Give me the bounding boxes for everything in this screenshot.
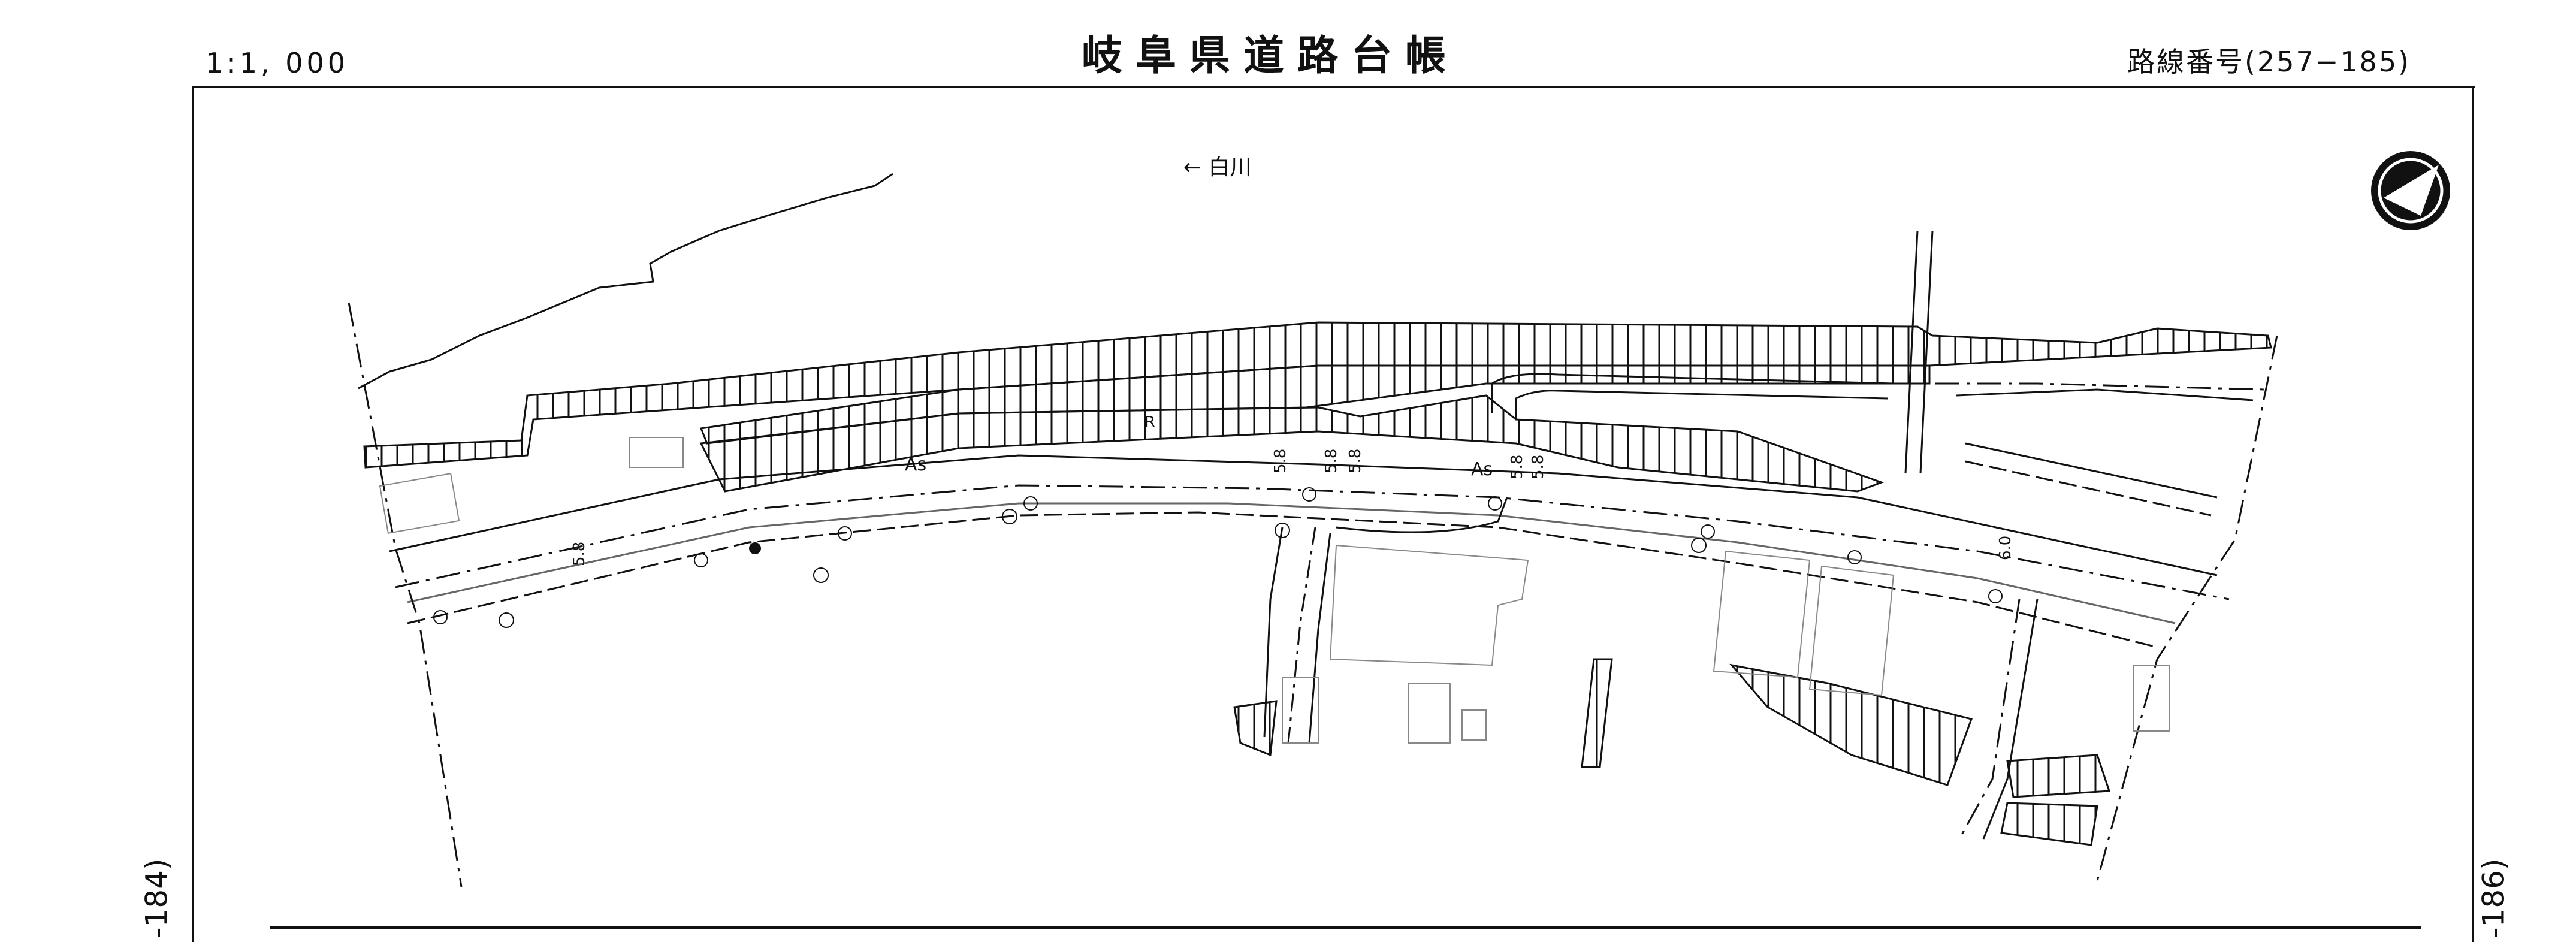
embankment-lower — [1233, 658, 2111, 846]
side-street-right — [1904, 230, 2266, 840]
buildings — [379, 437, 2170, 744]
direction-label: ← 白川 — [1183, 155, 1252, 180]
page-title: 岐阜県道路台帳 — [1082, 32, 1460, 80]
map-frame — [192, 86, 2475, 942]
width-label: 5.8 — [1272, 449, 1289, 473]
width-label: 6.0 — [1997, 536, 2015, 560]
pavement-label: As — [905, 454, 926, 475]
width-label: 5.8 — [1322, 449, 1340, 473]
width-label: 5.8 — [1508, 455, 1526, 479]
side-street-center — [1263, 373, 1894, 744]
misc-label: R — [1144, 413, 1155, 431]
map-scale: 1:1, 000 — [206, 47, 349, 79]
river-bank — [358, 173, 893, 390]
width-label: 5.8 — [570, 542, 588, 566]
north-arrow-icon — [2371, 151, 2450, 230]
route-number: 路線番号(257−185) — [2127, 46, 2411, 78]
utility-markers — [433, 487, 2003, 628]
pavement-label: As — [1471, 459, 1493, 480]
embankment-upper — [363, 321, 2272, 493]
road-lines — [348, 302, 2278, 887]
map-labels: As As R 5.8 5.8 5.8 5.8 5.8 5.8 6.0 — [570, 413, 2015, 566]
width-label: 5.8 — [1529, 455, 1547, 479]
width-label: 5.8 — [1346, 449, 1364, 473]
